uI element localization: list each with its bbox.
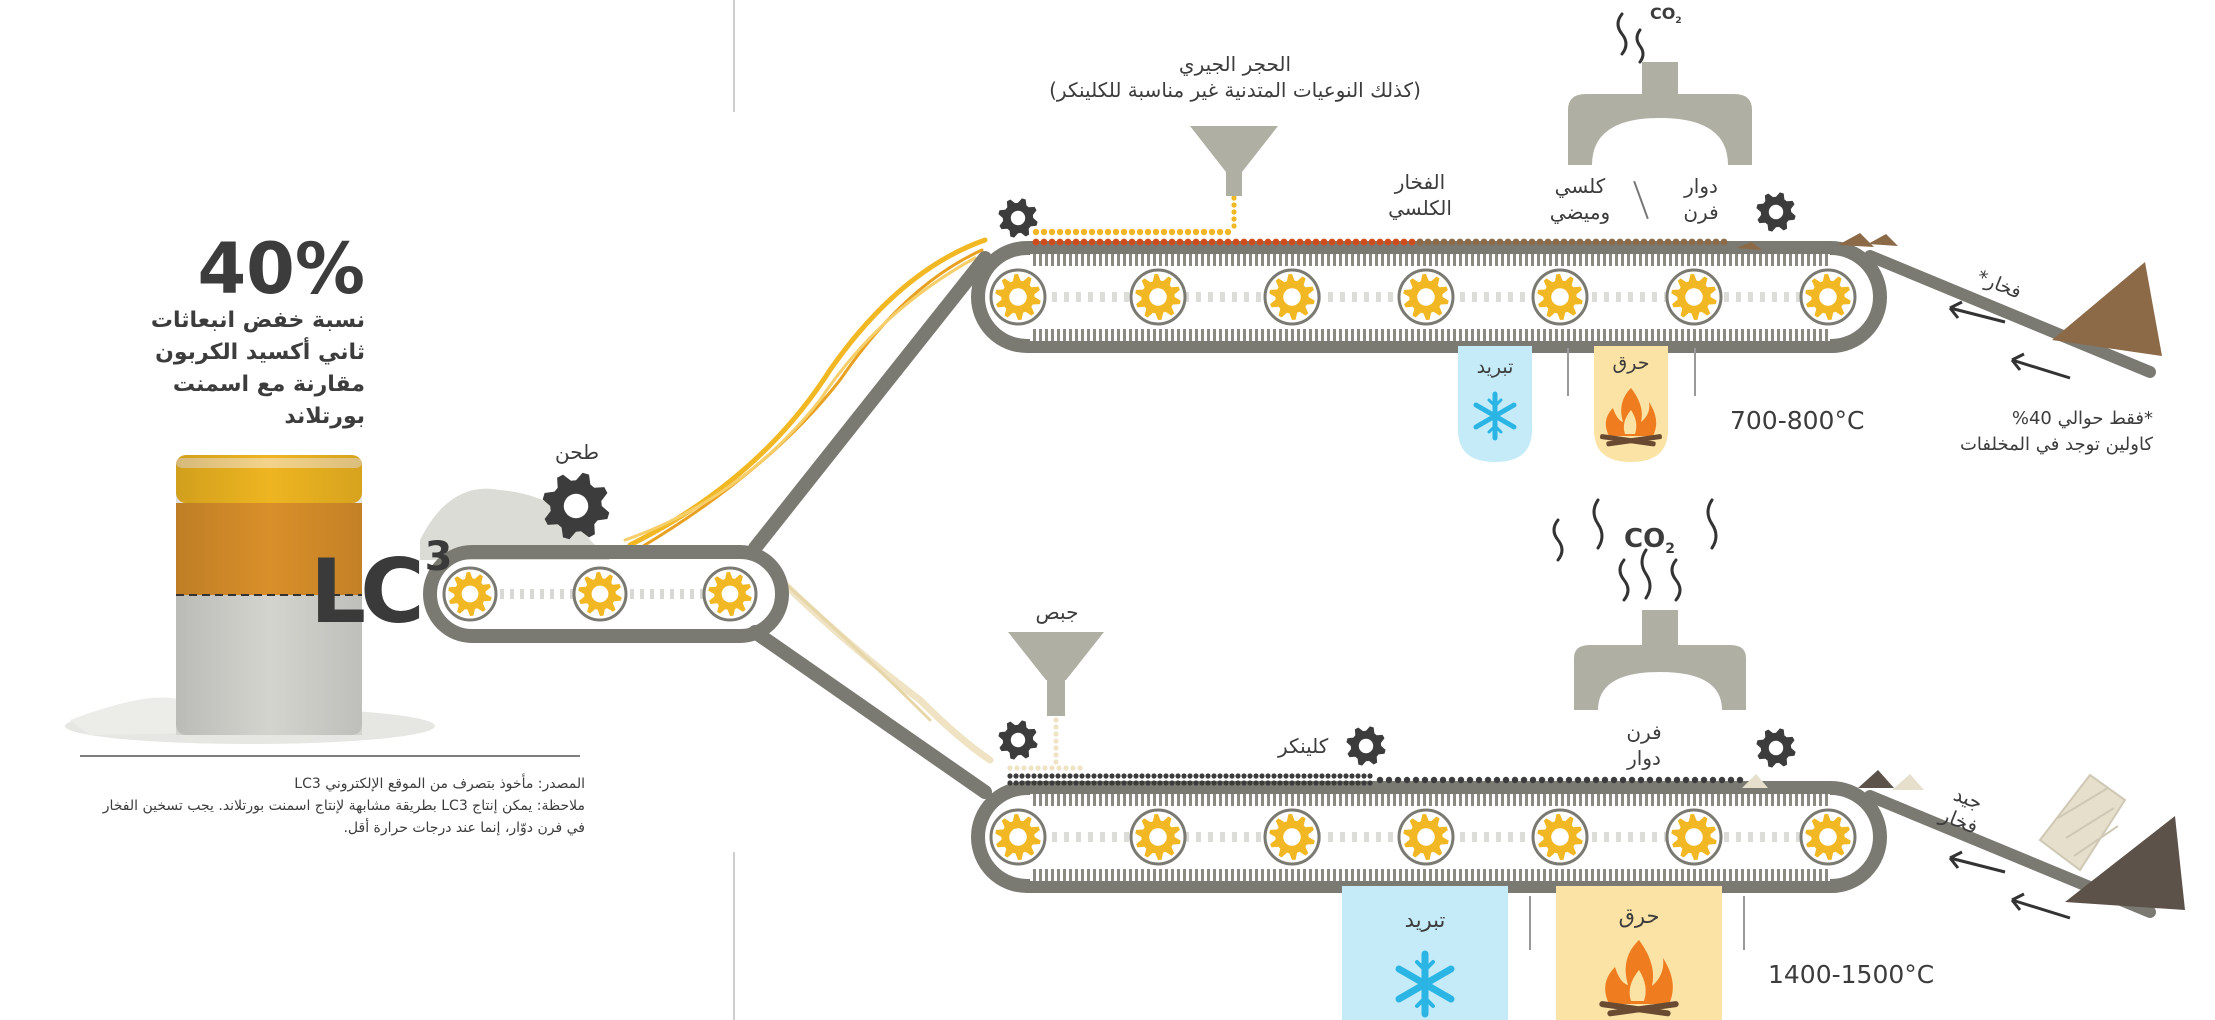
cement-bag-illustration bbox=[65, 455, 435, 744]
gypsum-hopper bbox=[1008, 632, 1104, 716]
lower-co2-text: CO bbox=[1624, 524, 1666, 554]
gear-icon bbox=[998, 720, 1038, 760]
roller-icon bbox=[989, 808, 1047, 866]
headline-line2: ثاني أكسيد الكربون bbox=[155, 340, 365, 365]
brick-pile-icon bbox=[2038, 773, 2127, 872]
roller-icon bbox=[1129, 268, 1187, 326]
lower-clay-pile bbox=[2038, 773, 2185, 910]
roller-icon bbox=[572, 566, 628, 622]
upper-co2-text: CO bbox=[1650, 4, 1676, 23]
flash-line2: وميضي bbox=[1549, 200, 1611, 224]
limestone-subtitle: (كذلك النوعيات المتدنية غير مناسبة للكلي… bbox=[1049, 78, 1421, 102]
rotary-line1: دوار bbox=[1684, 174, 1718, 198]
flash-calciner-label: كلسي وميضي bbox=[1530, 174, 1630, 224]
lc3-superscript: 3 bbox=[424, 534, 453, 580]
calcined-clay-label: الفخار الكلسي bbox=[1340, 170, 1500, 220]
upper-cooling-label: تبريد bbox=[1476, 356, 1514, 378]
kiln-line2: دوار bbox=[1627, 746, 1661, 770]
grinding-label: طحن bbox=[555, 440, 600, 464]
limestone-hopper bbox=[1190, 126, 1278, 196]
clinker-label: كلينكر bbox=[1278, 734, 1329, 758]
lower-kiln-hood bbox=[1574, 610, 1746, 710]
roller-icon bbox=[1397, 808, 1455, 866]
snowflake-icon bbox=[1395, 950, 1455, 1018]
roller-icon bbox=[1531, 808, 1589, 866]
roller-icon bbox=[1665, 268, 1723, 326]
powder-hill bbox=[420, 488, 610, 560]
headline-line3: مقارنة مع اسمنت bbox=[172, 372, 365, 397]
kiln-line1: فرن bbox=[1626, 720, 1662, 744]
headline-line1: نسبة خفض انبعاثات bbox=[150, 308, 365, 333]
calcined-clay-line2: الكلسي bbox=[1388, 196, 1452, 220]
headline-line4: بورتلاند bbox=[284, 404, 365, 429]
upper-temperature: 700-800°C bbox=[1730, 406, 1865, 435]
note-line1: ملاحظة: يمكن إنتاج LC3 بطريقة مشابهة لإن… bbox=[102, 798, 585, 814]
lc3-name: LC bbox=[310, 540, 425, 643]
upper-burning-label: حرق bbox=[1612, 352, 1650, 374]
footnote-line2: كاولين توجد في المخلفات bbox=[1959, 434, 2153, 455]
upper-co2-sub: 2 bbox=[1675, 16, 1682, 27]
upper-flash-calciner-hood bbox=[1568, 62, 1752, 165]
gear-icon bbox=[998, 198, 1038, 238]
lower-cooling-label: تبريد bbox=[1404, 908, 1446, 932]
limestone-title: الحجر الجيري bbox=[1178, 52, 1292, 76]
note-line2: في فرن دوّار، إنما عند درجات حرارة أقل. bbox=[343, 820, 585, 836]
lower-temperature: 1400-1500°C bbox=[1768, 960, 1935, 989]
conveyor-rollers bbox=[442, 268, 1857, 866]
lower-co2-sub: 2 bbox=[1665, 541, 1675, 558]
upper-clay-pile bbox=[2052, 262, 2162, 356]
material-dots bbox=[1007, 195, 1744, 786]
roller-icon bbox=[1665, 808, 1723, 866]
limestone-label: الحجر الجيري (كذلك النوعيات المتدنية غير… bbox=[1020, 52, 1450, 102]
direction-arrows bbox=[1948, 300, 2071, 920]
upper-co2-label: CO2 bbox=[1650, 4, 1682, 26]
fire-icon bbox=[1600, 388, 1662, 447]
roller-icon bbox=[1263, 808, 1321, 866]
roller-icon bbox=[1799, 808, 1857, 866]
gear-icons bbox=[542, 192, 1796, 768]
rotary-line2: فرن bbox=[1683, 200, 1719, 224]
roller-icon bbox=[1531, 268, 1589, 326]
grinding-conveyor bbox=[423, 545, 789, 643]
fire-icon bbox=[1599, 940, 1679, 1017]
roller-icon bbox=[1263, 268, 1321, 326]
lower-kiln-label: فرن دوار bbox=[1604, 720, 1684, 770]
roller-icon bbox=[702, 566, 758, 622]
roller-icon bbox=[1397, 268, 1455, 326]
rotary-kiln-label: دوار فرن bbox=[1666, 174, 1736, 224]
snowflake-icon bbox=[1473, 391, 1517, 441]
roller-icon bbox=[442, 566, 498, 622]
roller-icon bbox=[1799, 268, 1857, 326]
smoke-squiggles bbox=[1552, 12, 1718, 602]
gypsum-label: جبص bbox=[1035, 600, 1079, 624]
gear-icon bbox=[1756, 728, 1796, 768]
gear-icon bbox=[1756, 192, 1796, 232]
gear-icon bbox=[1346, 726, 1386, 766]
rock-pieces bbox=[1736, 233, 1924, 790]
calcined-clay-line1: الفخار bbox=[1394, 170, 1446, 194]
footnote-line1: *فقط حوالي 40% bbox=[2011, 408, 2153, 429]
material-streams bbox=[623, 237, 994, 764]
headline-percent: 40% bbox=[197, 228, 365, 310]
lower-burning-label: حرق bbox=[1618, 904, 1660, 928]
gear-icon bbox=[542, 472, 610, 540]
source-note: المصدر: مأخوذ بتصرف من الموقع الإلكتروني… bbox=[294, 776, 585, 792]
roller-icon bbox=[1129, 808, 1187, 866]
roller-icon bbox=[989, 268, 1047, 326]
lower-co2-label: CO2 bbox=[1624, 524, 1675, 557]
flash-line1: كلسي bbox=[1554, 174, 1606, 198]
